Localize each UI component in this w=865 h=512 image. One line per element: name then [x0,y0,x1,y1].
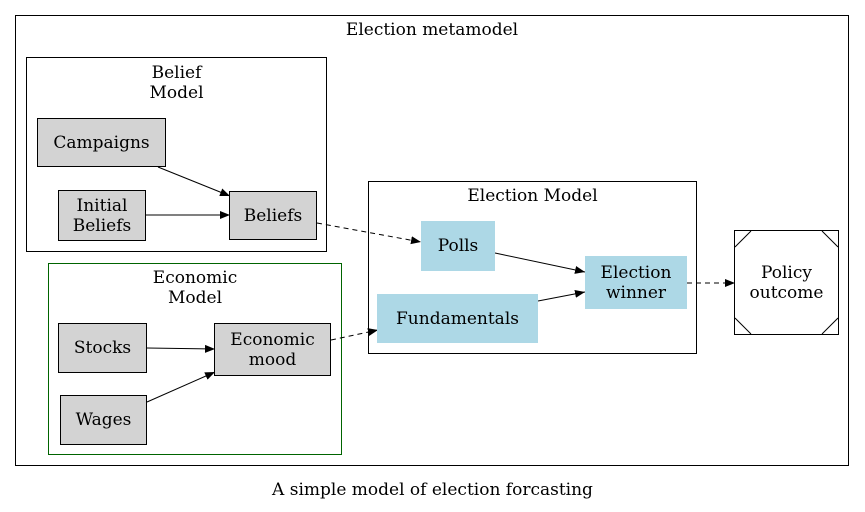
node-election-winner: Election winner [585,256,687,309]
cluster-election-metamodel: Election metamodel [15,15,849,466]
edge-beliefs-to-polls [316,222,422,245]
node-beliefs: Beliefs [229,191,317,240]
node-economic-mood: Economic mood [214,323,331,376]
msquare-corners [735,231,838,334]
cluster-title: Election Model [467,186,598,206]
edge-fundamentals-to-election-winner [537,289,586,302]
node-stocks: Stocks [58,323,147,373]
node-campaigns: Campaigns [37,118,166,167]
cluster-title: Economic Model [152,268,238,308]
diagram-caption: A simple model of election forcasting [272,480,593,500]
node-wages: Wages [60,395,147,445]
node-initial-beliefs: Initial Beliefs [58,190,146,241]
edge-economic-mood-to-fundamentals [330,328,379,341]
cluster-election-model: Election Model [368,181,697,354]
edge-polls-to-election-winner [494,252,586,274]
cluster-belief-model: Belief Model [26,57,327,252]
node-policy-outcome: Policy outcome [734,230,839,335]
node-polls: Polls [421,221,495,271]
cluster-title: Election metamodel [345,20,519,40]
cluster-title: Belief Model [149,63,204,103]
edge-campaigns-to-beliefs [157,166,231,197]
cluster-economic-model: Economic Model [48,263,342,455]
node-fundamentals: Fundamentals [377,294,538,343]
node-policy-outcome-label: Policy outcome [749,262,824,303]
edge-wages-to-economic-mood [146,371,216,403]
edge-stocks-to-economic-mood [146,344,216,353]
